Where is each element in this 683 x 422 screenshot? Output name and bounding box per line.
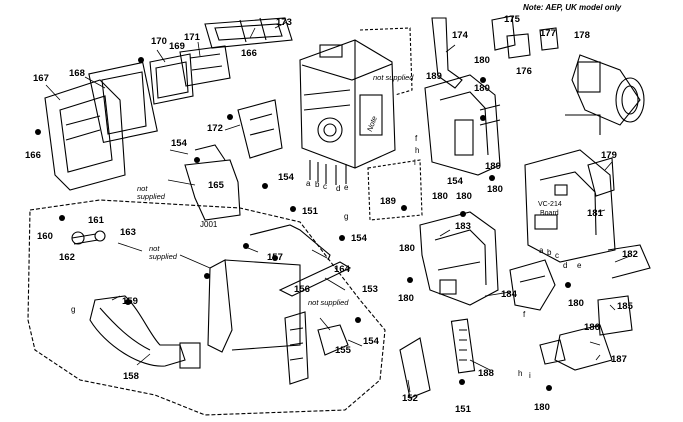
part-label-167: 167 <box>33 73 49 84</box>
diagram-note: Note: AEP, UK model only <box>523 3 622 12</box>
part-label-151-a: 151 <box>302 206 318 217</box>
part-label-172: 172 <box>207 123 223 134</box>
part-label-189-c: 189 <box>380 196 396 207</box>
part-label-154-b: 154 <box>278 172 294 183</box>
letter-i-2: i <box>529 371 531 380</box>
letter-g-2: g <box>71 305 76 314</box>
part-label-163: 163 <box>120 227 136 238</box>
letter-b-1: b <box>315 180 320 189</box>
part-label-161: 161 <box>88 215 104 226</box>
letter-f-1: f <box>415 134 418 143</box>
part-label-182: 182 <box>622 249 638 260</box>
part-label-180-f: 180 <box>398 293 414 304</box>
letter-h-2: h <box>518 369 523 378</box>
not-supplied-note-165: not supplied <box>137 184 165 201</box>
part-label-174: 174 <box>452 30 468 41</box>
part-label-157: 157 <box>267 252 283 263</box>
hinge-bracket-173 <box>204 17 293 49</box>
frame-189 <box>424 74 501 176</box>
part-label-189-b: 189 <box>485 161 501 172</box>
part-label-177: 177 <box>540 28 556 39</box>
part-label-180-h: 180 <box>534 402 550 413</box>
part-label-162: 162 <box>59 252 75 263</box>
part-label-183: 183 <box>455 221 471 232</box>
board-name-label: VC-214 <box>538 201 562 208</box>
part-label-151-b: 151 <box>455 404 471 415</box>
board-sub-label: Board <box>540 210 559 217</box>
part-label-164: 164 <box>334 264 350 275</box>
not-supplied-note-163: not supplied <box>149 244 177 261</box>
mechanism-block <box>299 39 396 185</box>
part-label-154-d: 154 <box>363 336 379 347</box>
chassis-183 <box>419 211 499 306</box>
part-label-184: 184 <box>501 289 517 300</box>
letter-i-1: i <box>414 158 416 167</box>
vc-214-board <box>524 149 616 263</box>
letter-a-1: a <box>306 179 311 188</box>
letter-b-2: b <box>547 248 552 257</box>
part-label-179: 179 <box>601 150 617 161</box>
connector-j001-label: J001 <box>200 220 218 229</box>
screws <box>35 57 571 391</box>
letter-d-1: d <box>336 184 341 193</box>
part-label-187: 187 <box>611 354 627 365</box>
part-label-155: 155 <box>335 345 351 356</box>
letter-a-2: a <box>539 246 544 255</box>
part-label-188: 188 <box>478 368 494 379</box>
part-label-154-e: 154 <box>447 176 463 187</box>
part-label-185: 185 <box>617 301 633 312</box>
not-supplied-note-center: not supplied <box>373 73 414 82</box>
part-label-181: 181 <box>587 208 603 219</box>
letter-e-2: e <box>577 261 582 270</box>
part-label-170: 170 <box>151 36 167 47</box>
part-label-153: 153 <box>362 284 378 295</box>
part-label-180-d: 180 <box>456 191 472 202</box>
lcd-cover-assembly <box>44 45 231 191</box>
part-label-154-a: 154 <box>171 138 187 149</box>
part-label-173: 173 <box>276 17 292 28</box>
part-label-171: 171 <box>184 32 200 43</box>
part-label-154-c: 154 <box>351 233 367 244</box>
part-label-159: 159 <box>122 296 138 307</box>
part-label-166-top: 166 <box>241 48 257 59</box>
part-label-180-g: 180 <box>568 298 584 309</box>
part-label-168: 168 <box>69 68 85 79</box>
part-label-180-c: 180 <box>432 191 448 202</box>
handle-strap-158 <box>89 295 201 369</box>
part-label-169: 169 <box>169 41 185 52</box>
part-label-160-a: 160 <box>37 231 53 242</box>
part-label-180-a: 180 <box>474 55 490 66</box>
letter-g-1: g <box>344 212 349 221</box>
part-label-152: 152 <box>402 393 418 404</box>
letter-c-2: c <box>555 251 559 260</box>
part-label-165: 165 <box>208 180 224 191</box>
part-label-180-e: 180 <box>487 184 503 195</box>
letter-e-1: e <box>344 183 349 192</box>
letter-f-2: f <box>523 310 526 319</box>
leader-lines <box>45 21 631 393</box>
part-label-186: 186 <box>584 322 600 333</box>
letter-d-2: d <box>563 261 568 270</box>
part-label-166: 166 <box>25 150 41 161</box>
part-label-176: 176 <box>516 66 532 77</box>
lens-unit-178 <box>565 54 645 135</box>
part-label-178: 178 <box>574 30 590 41</box>
part-label-180-b: 180 <box>474 83 490 94</box>
part-label-175: 175 <box>504 14 520 25</box>
letter-c-1: c <box>323 182 327 191</box>
part-label-180-i: 180 <box>399 243 415 254</box>
not-supplied-note-156: not supplied <box>308 298 349 307</box>
part-label-156: 156 <box>294 284 310 295</box>
part-label-158: 158 <box>123 371 139 382</box>
letter-h-1: h <box>415 146 420 155</box>
part-label-189-a: 189 <box>426 71 442 82</box>
